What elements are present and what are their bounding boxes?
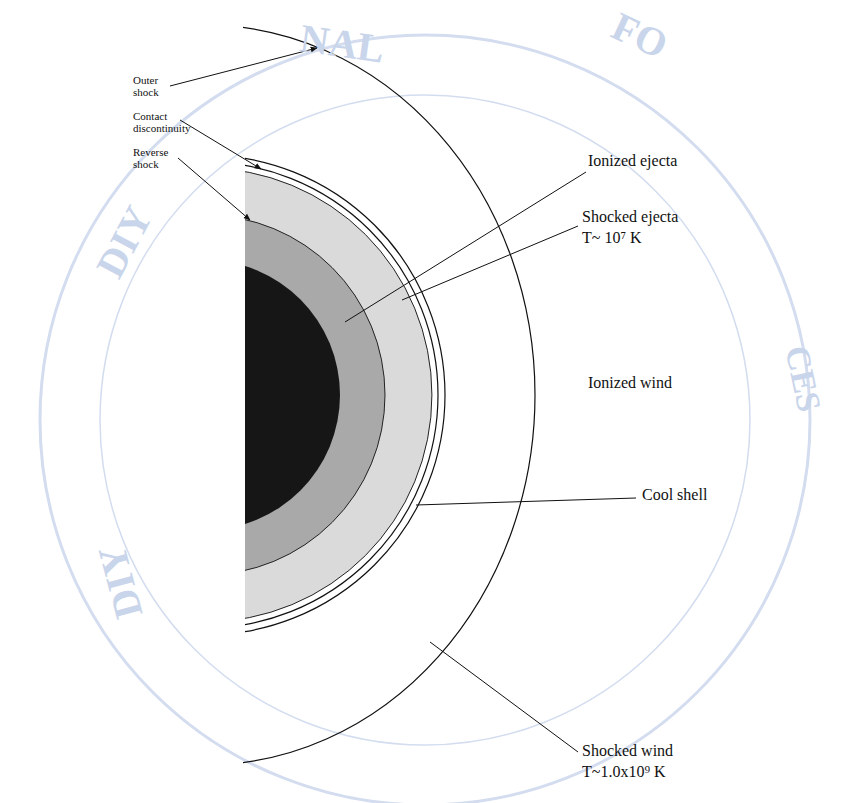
core-disc xyxy=(245,260,340,530)
watermark: FO xyxy=(605,4,674,67)
pointer-arrows xyxy=(170,48,317,220)
watermark: DIY xyxy=(88,199,161,284)
callout-label: Outer shock xyxy=(133,74,177,98)
temperature-label: T~1.0x10⁹ K xyxy=(582,763,666,781)
callout-label: Contact discontinuity xyxy=(133,110,203,134)
watermark: CES xyxy=(778,342,828,414)
outer-shock-line xyxy=(243,25,535,765)
region-label: Shocked ejecta xyxy=(582,208,678,226)
watermark-ring xyxy=(40,35,810,803)
watermark: NAL xyxy=(297,16,387,71)
region-label: Ionized wind xyxy=(588,374,672,392)
contact-discontinuity-line xyxy=(245,162,438,628)
ionized-ejecta-band xyxy=(245,215,385,575)
region-label: Cool shell xyxy=(642,486,707,504)
leader-lines xyxy=(345,172,636,752)
callout-label: Reverse shock xyxy=(133,146,181,170)
region-label: Shocked wind xyxy=(582,742,673,760)
region-label: Ionized ejecta xyxy=(588,152,677,170)
watermark: DIY xyxy=(90,541,151,623)
temperature-label: T~ 10⁷ K xyxy=(582,229,642,247)
shocked-ejecta-band xyxy=(245,168,432,622)
cool-shell-line xyxy=(245,155,445,635)
